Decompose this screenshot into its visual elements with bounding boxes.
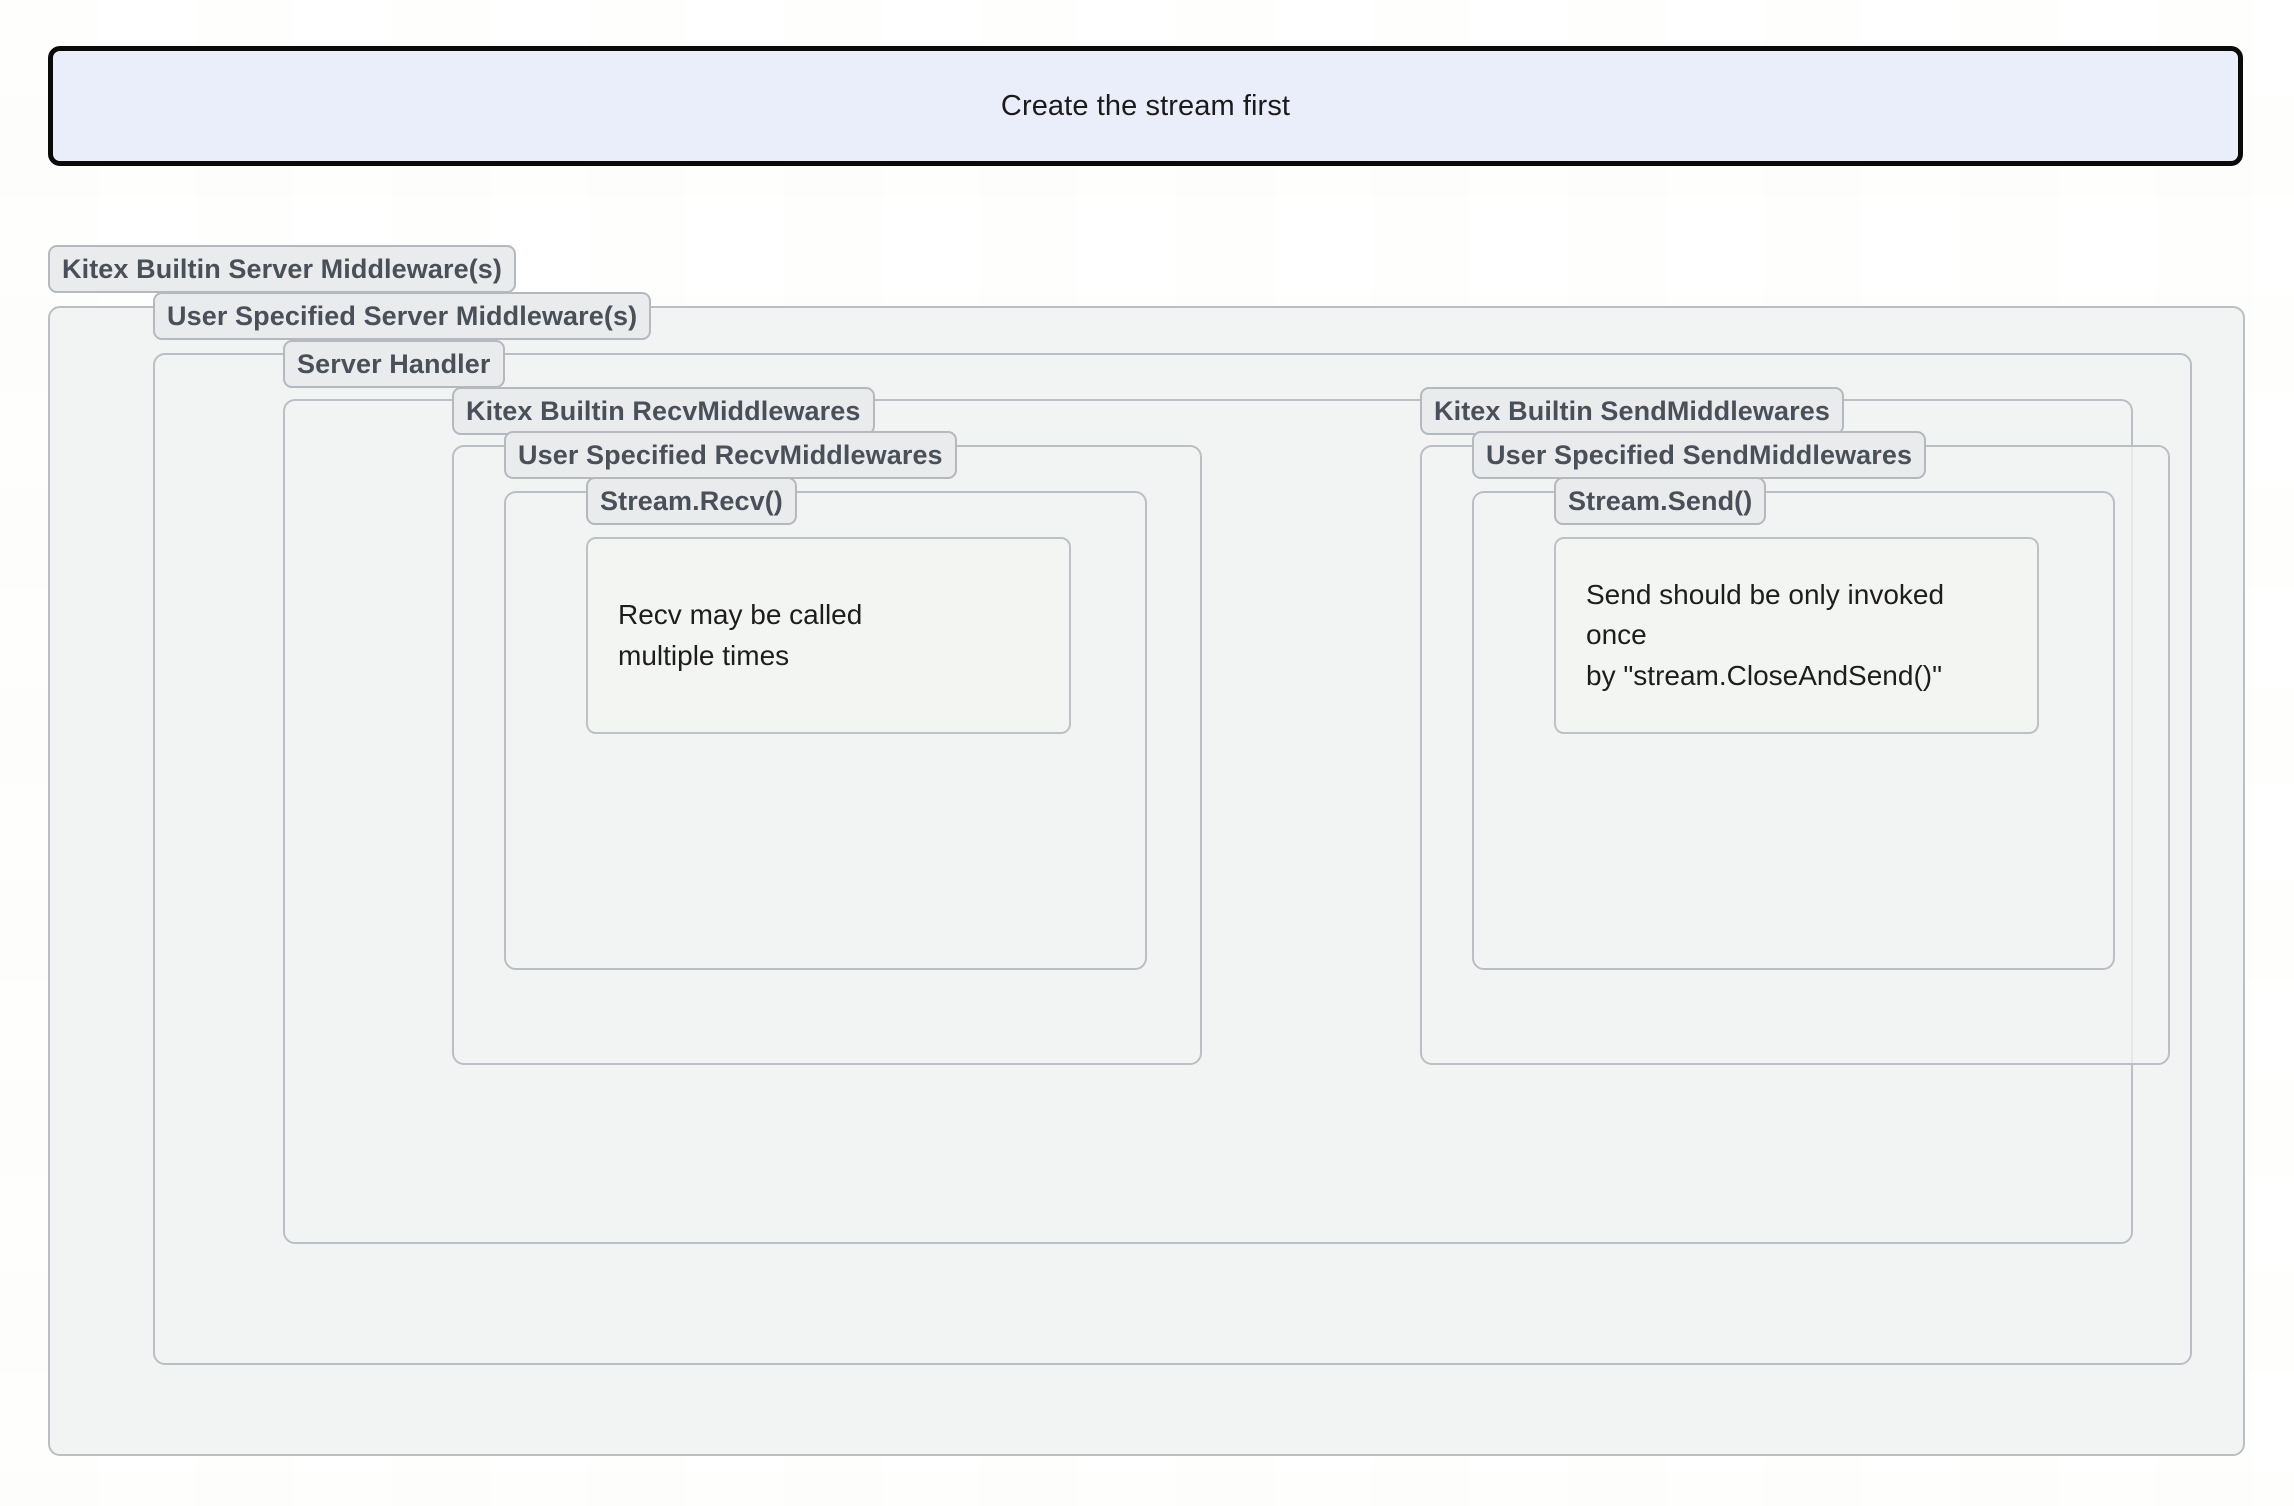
note-send-text: Send should be only invoked once by "str…: [1586, 578, 1945, 691]
label-kitex-builtin-send-middlewares[interactable]: Kitex Builtin SendMiddlewares: [1420, 387, 1844, 435]
label-user-specified-send-middlewares[interactable]: User Specified SendMiddlewares: [1472, 431, 1927, 479]
create-stream-banner-label: Create the stream first: [1000, 89, 1291, 122]
label-user-specified-server-middleware[interactable]: User Specified Server Middleware(s): [153, 292, 652, 340]
group-kitex-builtin-server-middleware: User Specified Server Middleware(s) Serv…: [48, 292, 2245, 1456]
label-stream-send[interactable]: Stream.Send(): [1554, 477, 1767, 525]
label-server-handler[interactable]: Server Handler: [283, 340, 505, 388]
group-kitex-builtin-recv-middlewares: User Specified RecvMiddlewares Stream.Re…: [452, 431, 1202, 1065]
label-kitex-builtin-server-middleware[interactable]: Kitex Builtin Server Middleware(s): [48, 245, 517, 293]
group-user-specified-recv-middlewares: Stream.Recv() Recv may be called multipl…: [504, 477, 1147, 970]
group-server-handler: Kitex Builtin RecvMiddlewares User Speci…: [283, 387, 2170, 1244]
create-stream-banner: Create the stream first: [48, 46, 2243, 166]
group-user-specified-server-middleware: Server Handler Kitex Builtin RecvMiddlew…: [153, 340, 2192, 1365]
label-user-specified-recv-middlewares[interactable]: User Specified RecvMiddlewares: [504, 431, 957, 479]
label-stream-recv[interactable]: Stream.Recv(): [586, 477, 797, 525]
label-kitex-builtin-recv-middlewares[interactable]: Kitex Builtin RecvMiddlewares: [452, 387, 875, 435]
group-user-specified-send-middlewares: Stream.Send() Send should be only invoke…: [1472, 477, 2115, 970]
note-recv-text: Recv may be called multiple times: [618, 598, 863, 671]
note-send: Send should be only invoked once by "str…: [1554, 537, 2039, 734]
group-kitex-builtin-send-middlewares: User Specified SendMiddlewares Stream.Se…: [1420, 431, 2170, 1065]
note-recv: Recv may be called multiple times: [586, 537, 1071, 734]
